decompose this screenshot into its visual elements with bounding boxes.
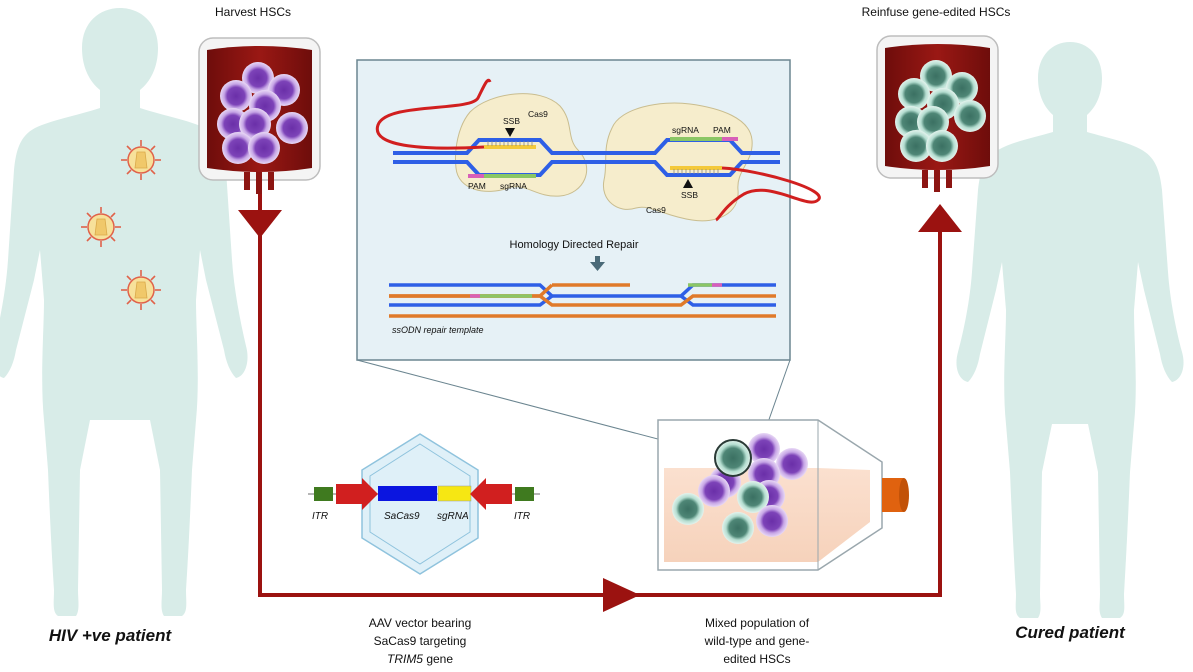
right-arrow-icon [603, 578, 640, 612]
hdr-label: Homology Directed Repair [510, 239, 639, 251]
reinfuse-blood-bag [876, 35, 999, 192]
itr-arrow-left-icon [336, 478, 378, 510]
cas9-label-right: Cas9 [646, 205, 666, 215]
pam-label-left: PAM [468, 181, 486, 191]
trim5-gene-name: TRIM5 [387, 652, 423, 666]
ssb-marker-left-icon [505, 128, 515, 137]
hiv-patient-label: HIV +ve patient [49, 626, 173, 645]
flow-pipe [258, 180, 942, 597]
cas9-right-shape [602, 102, 753, 222]
sacas9-label: SaCas9 [384, 511, 420, 522]
aav-vector: ITR SaCas9 sgRNA ITR [308, 433, 540, 575]
culture-flask [657, 419, 909, 571]
crispr-hdr-panel: Cas9 SSB PAM sgRNA sgRNA PAM SSB Cas9 Ho… [356, 59, 821, 361]
harvest-hscs-label: Harvest HSCs [215, 5, 291, 19]
cas9-left-shape [455, 93, 588, 197]
aav-caption-gene-word: gene [423, 652, 453, 666]
itr-label-left: ITR [312, 511, 328, 522]
reinfuse-hscs-label: Reinfuse gene-edited HSCs [862, 5, 1011, 19]
ssb-label-left: SSB [503, 116, 520, 126]
mixed-caption-line1: Mixed population of [705, 616, 810, 630]
sgrna-label-right: sgRNA [672, 125, 699, 135]
hiv-virion-3 [121, 270, 161, 310]
cured-patient-label: Cured patient [1015, 623, 1126, 642]
aav-caption-line2: SaCas9 targeting [374, 634, 467, 648]
hiv-virion-1 [121, 140, 161, 180]
hdr-arrow-icon [590, 256, 605, 271]
mixed-caption-line2: wild-type and gene- [704, 634, 810, 648]
pam-label-right: PAM [713, 125, 731, 135]
cas9-label-left: Cas9 [528, 109, 548, 119]
itr-label-right: ITR [514, 511, 530, 522]
aav-caption-line3: TRIM5 gene [387, 652, 453, 666]
sgrna-label-aav: sgRNA [437, 511, 469, 522]
mixed-caption: Mixed population of wild-type and gene- … [704, 616, 810, 666]
cured-patient-figure [956, 42, 1184, 618]
harvest-blood-bag [198, 37, 321, 194]
ssb-marker-right-icon [683, 179, 693, 188]
ssodn-label: ssODN repair template [392, 325, 484, 335]
mixed-caption-line3: edited HSCs [723, 652, 790, 666]
aav-caption: AAV vector bearing SaCas9 targeting TRIM… [369, 616, 472, 666]
sgrna-label-left: sgRNA [500, 181, 527, 191]
hiv-virion-2 [81, 207, 121, 247]
itr-arrow-right-icon [470, 478, 512, 510]
down-arrow-icon [238, 210, 282, 238]
hiv-patient-figure [0, 8, 248, 616]
aav-caption-line1: AAV vector bearing [369, 616, 472, 630]
ssb-label-right: SSB [681, 190, 698, 200]
up-arrow-icon [918, 204, 962, 232]
